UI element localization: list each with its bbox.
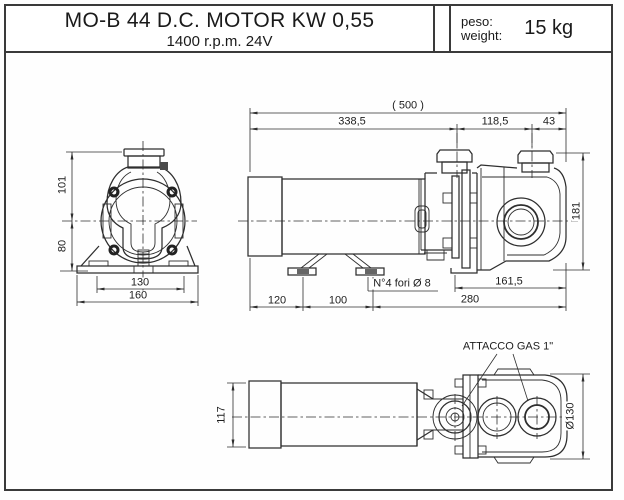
weight-cell: peso: weight: 15 kg [451,6,611,51]
dim-181: 181 [570,200,583,222]
weight-label-weight: weight: [461,27,503,43]
drawing-subtitle: 1400 r.p.m. 24V [166,33,273,50]
dim-120: 120 [266,294,288,307]
plan-view [227,353,590,464]
weight-value: 15 kg [524,17,574,39]
dim-117: 117 [215,405,228,425]
dim-130: 130 [129,276,151,289]
drawing-title: MO-B 44 D.C. MOTOR KW 0,55 [64,9,375,32]
note-four-holes: N°4 fori Ø 8 [372,277,432,290]
dim-43: 43 [541,115,557,128]
title-divider-2 [449,6,451,51]
dim-280: 280 [459,293,481,306]
front-view [60,141,199,306]
dim-dia-130: Ø130 [564,401,577,431]
dim-80: 80 [56,238,69,254]
title-divider-1 [433,6,435,51]
dim-118-5: 118,5 [480,115,510,128]
weight-labels: peso: weight: [461,13,503,43]
title-block: MO-B 44 D.C. MOTOR KW 0,55 1400 r.p.m. 2… [4,4,613,53]
side-view [238,108,590,311]
weight-label-peso: peso: [461,13,493,29]
dim-100: 100 [327,294,349,307]
dim-101: 101 [56,174,69,196]
dim-161-5: 161,5 [494,275,524,288]
dim-160: 160 [127,289,149,302]
title-cell: MO-B 44 D.C. MOTOR KW 0,55 1400 r.p.m. 2… [6,6,433,51]
note-gas-connection: ATTACCO GAS 1" [461,340,555,353]
dim-338-5: 338,5 [337,115,367,128]
dim-overall-length: ( 500 ) [391,99,425,112]
